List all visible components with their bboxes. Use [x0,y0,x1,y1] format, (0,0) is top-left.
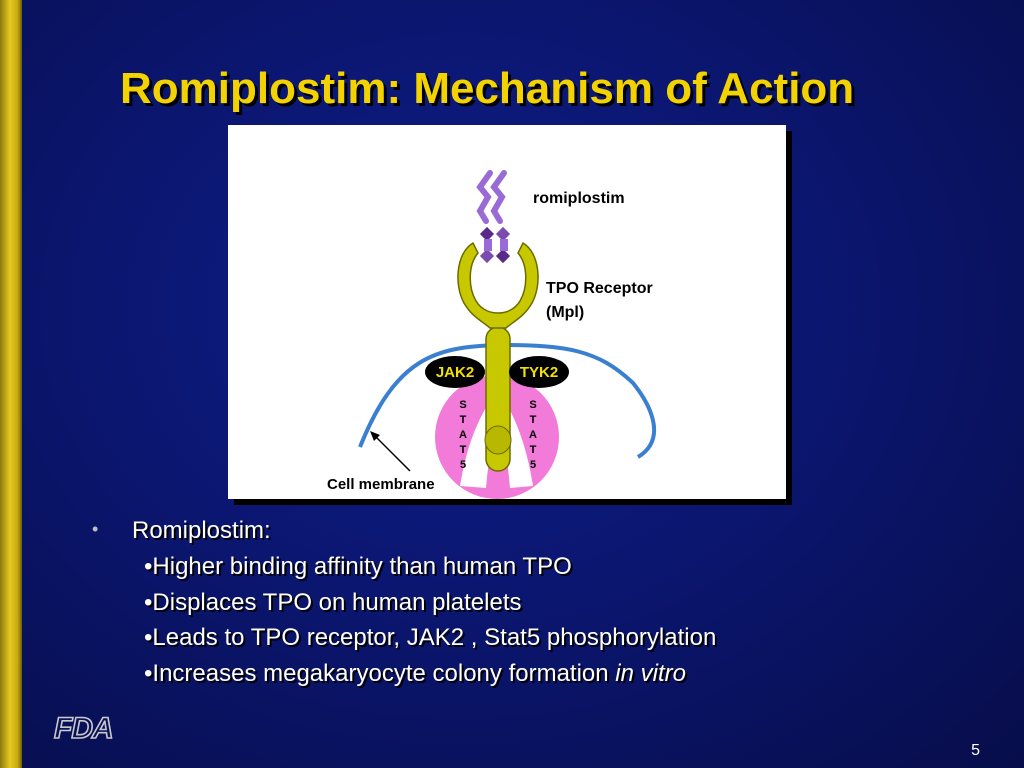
bullet-item-italic: in vitro [615,660,686,687]
bullet-heading: • Romiplostim: [92,514,992,550]
jak2-label: JAK2 [436,364,474,381]
stat5-right-letter: S [529,399,536,411]
receptor-label-line2: (Mpl) [546,304,584,321]
stat5-left-letter: S [459,399,466,411]
bullet-item: •Increases megakaryocyte colony formatio… [92,657,992,693]
stat5-left-letter: A [459,429,467,441]
bullet-item-text: •Displaces TPO on human platelets [144,589,521,616]
stat5-left-letter: 5 [460,459,466,471]
stat5-right-letter: A [529,429,537,441]
receptor-stem-end [485,426,511,454]
bullet-list: • Romiplostim: •Higher binding affinity … [92,514,992,692]
bullet-item-text: •Higher binding affinity than human TPO [144,553,572,580]
fda-logo-svg: FDA [52,712,128,742]
stat5-label-right: S T A T 5 [529,399,537,471]
bullet-item-text: •Increases megakaryocyte colony formatio… [144,660,615,687]
bullet-item: •Leads to TPO receptor, JAK2 , Stat5 pho… [92,621,992,657]
diagram-svg: JAK2 TYK2 S T A T 5 S T A T 5 romiplosti… [228,125,786,499]
romiplostim-label: romiplostim [533,190,625,207]
fda-logo: FDA [52,712,128,747]
bullet-item: •Higher binding affinity than human TPO [92,550,992,586]
receptor-label-line1: TPO Receptor [546,280,653,297]
bullet-item-text: •Leads to TPO receptor, JAK2 , Stat5 pho… [144,624,716,651]
romiplostim-peptide [480,173,510,263]
stat5-right-letter: 5 [530,459,536,471]
membrane-arrow [374,435,410,471]
stat5-left-letter: T [460,414,467,426]
bullet-marker: • [92,512,98,546]
stat5-right-letter: T [530,414,537,426]
left-accent-bar [0,0,22,768]
bullet-item: •Displaces TPO on human platelets [92,586,992,622]
slide-title: Romiplostim: Mechanism of Action [120,64,940,114]
stat5-label-left: S T A T 5 [459,399,467,471]
stat5-right-letter: T [530,444,537,456]
fda-logo-text: FDA [54,712,113,742]
membrane-label: Cell membrane [327,476,435,493]
tyk2-label: TYK2 [520,364,558,381]
bullet-heading-text: Romiplostim: [132,517,271,544]
page-number: 5 [940,742,980,760]
mechanism-diagram: JAK2 TYK2 S T A T 5 S T A T 5 romiplosti… [228,125,786,499]
stat5-left-letter: T [460,444,467,456]
